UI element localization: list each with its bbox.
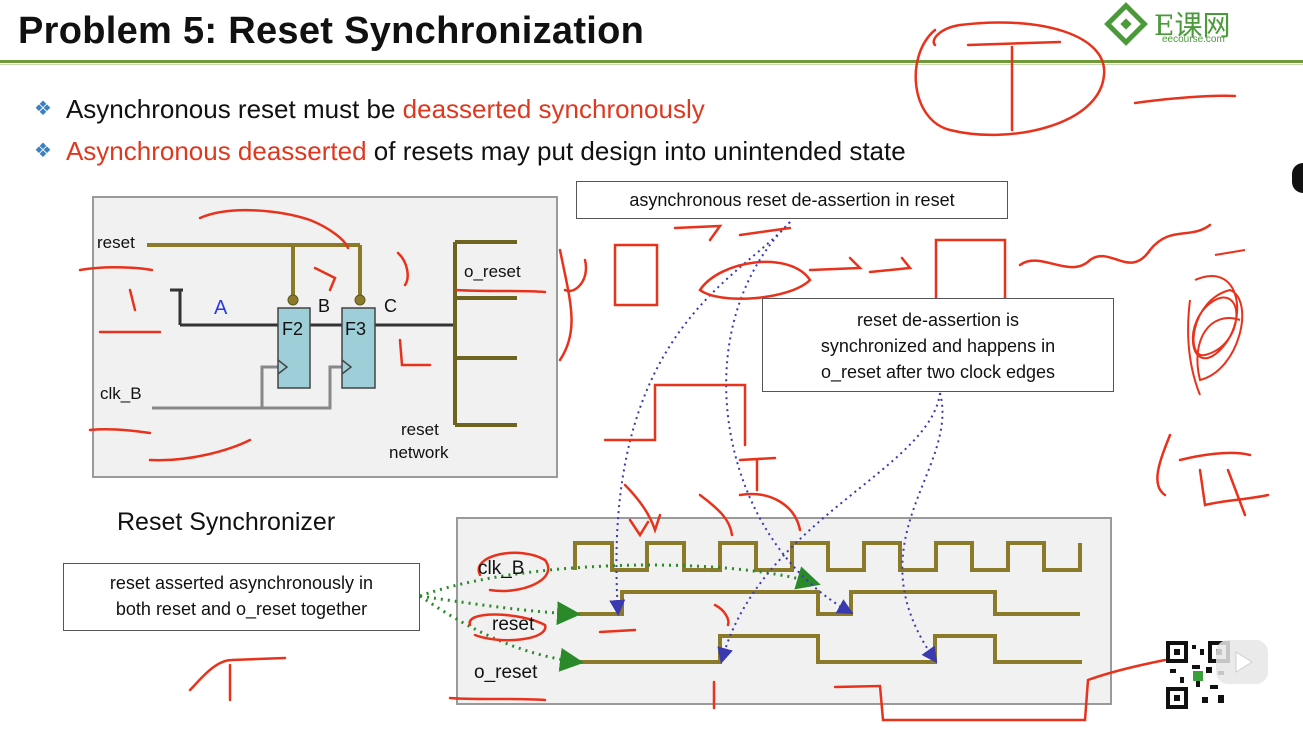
node-b-label: B <box>318 296 331 316</box>
clock-wire <box>152 365 342 410</box>
ff-f2-label: F2 <box>282 319 304 339</box>
bullet-2: ❖ Asynchronous deasserted of resets may p… <box>34 136 906 167</box>
reset-waveform <box>578 590 1080 616</box>
handwritten-annotations <box>78 21 1270 722</box>
node-c-label: C <box>384 296 397 316</box>
callout-pointer-green <box>419 563 821 672</box>
wave-label-reset: reset <box>492 614 535 635</box>
bullet-1-highlight: deasserted synchronously <box>402 94 705 124</box>
synchronizer-caption: Reset Synchronizer <box>117 508 336 536</box>
diamond-logo-icon <box>1104 2 1148 46</box>
flipflop-f2 <box>277 307 311 389</box>
logo-brand-text: E课网 <box>1154 9 1231 42</box>
callout-pointer-blue <box>609 221 944 664</box>
title-divider <box>0 60 1303 63</box>
circuit-reset-label: reset <box>97 233 135 252</box>
callout-left-line-2: both reset and o_reset together <box>115 599 368 619</box>
reset-network-tree <box>453 240 517 427</box>
circuit-clk-label: clk_B <box>100 384 142 403</box>
flipflop-f3 <box>341 307 376 389</box>
brand-logo: E课网 eecourse.com <box>1102 2 1272 50</box>
f3-clock-triangle <box>341 359 353 375</box>
logo-url-text: eecourse.com <box>1162 34 1225 45</box>
callout-async-assertion: reset asserted asynchronously in both re… <box>63 563 420 631</box>
circuit-out-label: o_reset <box>464 262 521 281</box>
bullet-2-highlight: Asynchronous deasserted <box>65 136 367 166</box>
diamond-bullet-icon: ❖ <box>34 98 52 120</box>
ff-reset-pins <box>287 294 366 306</box>
slide-title: Problem 5: Reset Synchronization <box>18 10 645 52</box>
node-a-label: A <box>214 297 228 319</box>
callout-async-deassertion: asynchronous reset de-assertion in reset <box>576 181 1008 219</box>
title-divider-shadow <box>0 64 1303 65</box>
network-label-line2: network <box>389 443 449 462</box>
o-reset-waveform <box>578 634 1082 664</box>
diamond-bullet-icon: ❖ <box>34 140 52 162</box>
clk-b-waveform <box>573 541 1082 572</box>
edge-handle-icon[interactable] <box>1292 163 1303 193</box>
wave-label-clk: clk_B <box>478 558 525 579</box>
callout-mid-line-1: reset de-assertion is <box>856 310 1020 330</box>
video-play-icon[interactable] <box>1212 632 1272 692</box>
callout-mid-line-3: o_reset after two clock edges <box>820 362 1056 382</box>
callout-left-line-1: reset asserted asynchronously in <box>109 573 374 593</box>
ff-f3-label: F3 <box>345 319 367 339</box>
bullet-1-pre: Asynchronous reset must be <box>65 94 403 124</box>
f2-clock-triangle <box>277 359 289 375</box>
scribble-mark <box>1187 249 1246 396</box>
wave-label-o-reset: o_reset <box>474 662 538 683</box>
callout-sync-deassertion: reset de-assertion is synchronized and h… <box>762 298 1114 392</box>
reset-wire <box>147 243 362 296</box>
callout-mid-line-2: synchronized and happens in <box>820 336 1056 356</box>
bullet-2-post: of resets may put design into unintended… <box>366 136 906 166</box>
data-path-wire <box>170 288 455 327</box>
bullet-1: ❖ Asynchronous reset must be deasserted s… <box>34 94 705 125</box>
network-label-line1: reset <box>401 420 439 439</box>
